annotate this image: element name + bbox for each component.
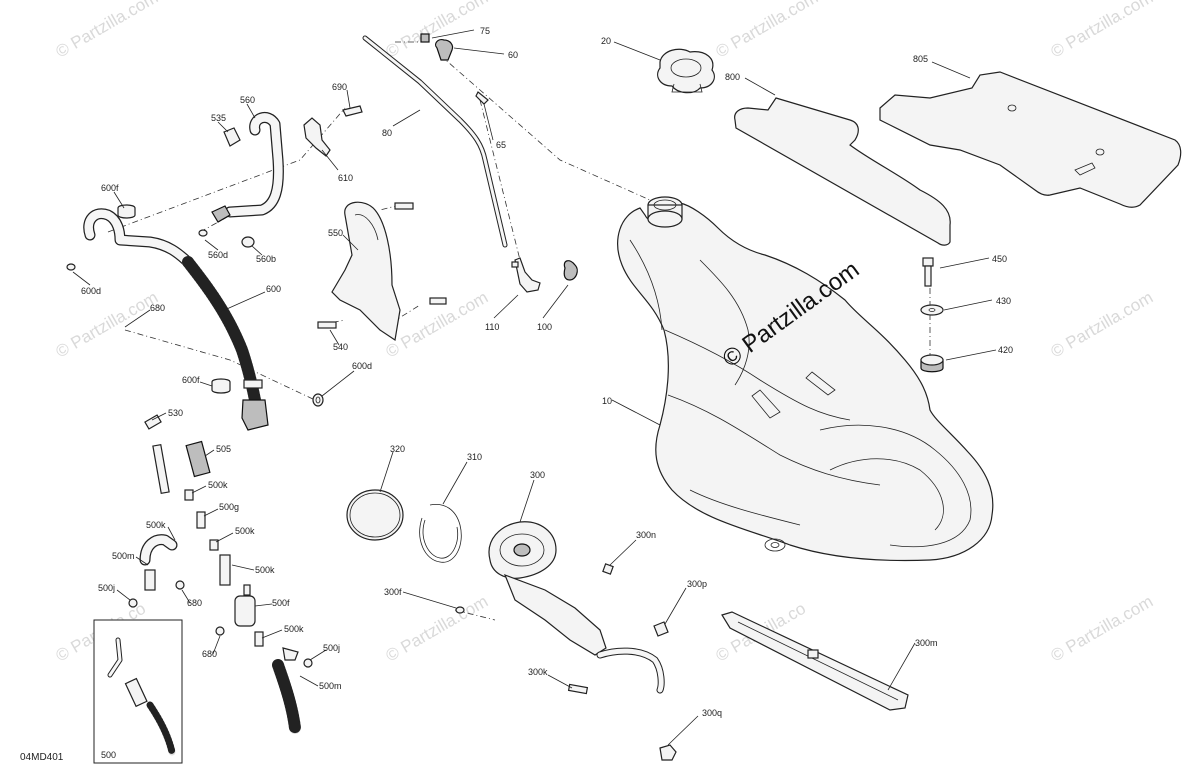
vent-tube-assembly: [362, 33, 578, 293]
callout-110: 110: [485, 322, 499, 332]
bracket-550: [317, 201, 447, 342]
callout-560d: 560d: [208, 250, 228, 260]
callout-420: 420: [998, 345, 1013, 355]
callout-20: 20: [601, 36, 611, 46]
callout-600d: 600d: [81, 286, 101, 296]
callout-300m: 300m: [915, 638, 938, 648]
callout-labels: 20 800 805 450 430 420 10 75 60 65 80 11…: [81, 26, 1013, 718]
callout-75: 75: [480, 26, 490, 36]
hose-560: [66, 112, 284, 271]
callout-310: 310: [467, 452, 482, 462]
callout-600f: 600f: [101, 183, 119, 193]
leader-lines: [72, 29, 997, 746]
callout-680: 680: [187, 598, 202, 608]
callout-500g: 500g: [219, 502, 239, 512]
bracket-610: [303, 105, 363, 157]
tank-mount-fasteners: [920, 257, 944, 373]
callout-500k: 500k: [255, 565, 275, 575]
callout-10: 10: [602, 396, 612, 406]
callout-300k: 300k: [528, 667, 548, 677]
callout-80: 80: [382, 128, 392, 138]
watermark: © Partzilla.com: [713, 0, 822, 61]
callout-300: 300: [530, 470, 545, 480]
callout-550: 550: [328, 228, 343, 238]
heat-shield-800: [734, 97, 951, 246]
fuel-cap: [657, 48, 715, 94]
callout-560b: 560b: [256, 254, 276, 264]
callout-500k: 500k: [208, 480, 228, 490]
callout-600: 600: [266, 284, 281, 294]
callout-300p: 300p: [687, 579, 707, 589]
callout-450: 450: [992, 254, 1007, 264]
callout-500k: 500k: [235, 526, 255, 536]
callout-300n: 300n: [636, 530, 656, 540]
callout-805: 805: [913, 54, 928, 64]
callout-530: 530: [168, 408, 183, 418]
callout-500j: 500j: [323, 643, 340, 653]
callout-690: 690: [332, 82, 347, 92]
callout-500m: 500m: [319, 681, 342, 691]
callout-300f: 300f: [384, 587, 402, 597]
callout-610: 610: [338, 173, 353, 183]
callout-430: 430: [996, 296, 1011, 306]
callout-680: 680: [150, 303, 165, 313]
callout-500m: 500m: [112, 551, 135, 561]
callout-600d: 600d: [352, 361, 372, 371]
watermark: © Partzilla.com: [1048, 288, 1157, 362]
callout-540: 540: [333, 342, 348, 352]
fuel-hose-600: [83, 208, 269, 431]
fuel-tank: [617, 196, 994, 562]
callout-560: 560: [240, 95, 255, 105]
watermark: © Partzilla.com: [53, 0, 162, 61]
callout-500k: 500k: [284, 624, 304, 634]
fuel-filter-assembly: [128, 414, 313, 734]
callout-300q: 300q: [702, 708, 722, 718]
diagram-code: 04MD401: [20, 752, 64, 763]
callout-505: 505: [216, 444, 231, 454]
watermark: © Partzilla.com: [383, 0, 492, 61]
callout-500f: 500f: [272, 598, 290, 608]
callout-60: 60: [508, 50, 518, 60]
callout-600f: 600f: [182, 375, 200, 385]
clamps-600f: [117, 204, 324, 407]
inset-label: 500: [101, 750, 116, 760]
watermark: © Partzilla.com: [1048, 592, 1157, 666]
callout-500j: 500j: [98, 583, 115, 593]
callout-800: 800: [725, 72, 740, 82]
callout-500k: 500k: [146, 520, 166, 530]
fuel-pump-module: [346, 489, 909, 761]
callout-320: 320: [390, 444, 405, 454]
inset-500: 500: [93, 619, 183, 764]
callout-100: 100: [537, 322, 552, 332]
watermark: © Partzilla.com: [1048, 0, 1157, 61]
callout-680: 680: [202, 649, 217, 659]
heat-shield-805: [879, 71, 1182, 208]
watermark: © Partzilla.com: [53, 288, 162, 362]
callout-65: 65: [496, 140, 506, 150]
callout-535: 535: [211, 113, 226, 123]
watermark: © Partzilla.com: [383, 592, 492, 666]
